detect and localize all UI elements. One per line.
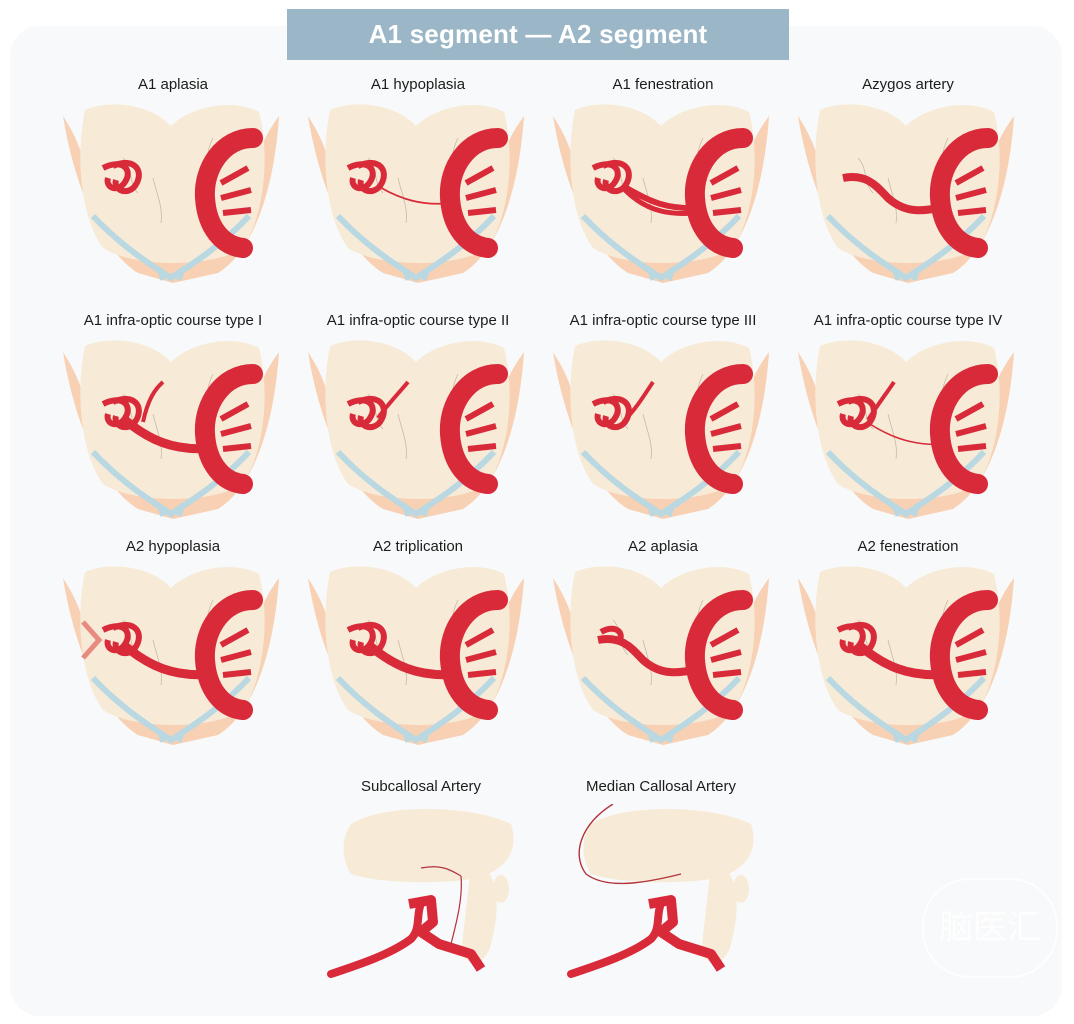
a2-hypoplasia-illustration xyxy=(63,560,281,750)
variant-label: Subcallosal Artery xyxy=(360,778,482,795)
variant-label: A1 infra-optic course type II xyxy=(326,312,510,329)
variant-cell-azygos-artery: Azygos artery xyxy=(788,76,1028,296)
variant-label: A1 fenestration xyxy=(612,76,714,93)
variant-label: A2 aplasia xyxy=(627,538,699,555)
variant-cell-infra-optic-type-4: A1 infra-optic course type IV xyxy=(788,312,1028,532)
infra-optic-type-3-illustration xyxy=(553,334,771,524)
variant-cell-a2-fenestration: A2 fenestration xyxy=(788,538,1028,758)
variant-label: A1 hypoplasia xyxy=(370,76,466,93)
variant-cell-a2-hypoplasia: A2 hypoplasia xyxy=(53,538,293,758)
variant-cell-infra-optic-type-3: A1 infra-optic course type III xyxy=(543,312,783,532)
variant-label: A1 aplasia xyxy=(137,76,209,93)
infra-optic-type-1-illustration xyxy=(63,334,281,524)
variant-label: A1 infra-optic course type IV xyxy=(813,312,1003,329)
watermark-logo: 脑医汇 xyxy=(922,878,1058,978)
a1-fenestration-illustration xyxy=(553,98,771,288)
variant-cell-infra-optic-type-1: A1 infra-optic course type I xyxy=(53,312,293,532)
median-callosal-artery-illustration xyxy=(567,804,754,978)
a2-aplasia-illustration xyxy=(553,560,771,750)
variant-label: A1 infra-optic course type III xyxy=(569,312,757,329)
variant-label: A2 triplication xyxy=(372,538,464,555)
variant-label: Azygos artery xyxy=(862,76,954,93)
azygos-artery-illustration xyxy=(798,98,1016,288)
infra-optic-type-2-illustration xyxy=(308,334,526,524)
a2-triplication-illustration xyxy=(308,560,526,750)
variant-cell-a1-aplasia: A1 aplasia xyxy=(53,76,293,296)
variant-label: Median Callosal Artery xyxy=(585,778,737,795)
section-banner: A1 segment — A2 segment xyxy=(287,9,789,60)
variant-cell-infra-optic-type-2: A1 infra-optic course type II xyxy=(298,312,538,532)
variant-cell-median-callosal-artery: Median Callosal Artery xyxy=(541,778,781,998)
variant-cell-a1-hypoplasia: A1 hypoplasia xyxy=(298,76,538,296)
a1-hypoplasia-illustration xyxy=(308,98,526,288)
variant-cell-a1-fenestration: A1 fenestration xyxy=(543,76,783,296)
infra-optic-type-4-illustration xyxy=(798,334,1016,524)
subcallosal-artery-illustration xyxy=(327,809,514,978)
variant-cell-subcallosal-artery: Subcallosal Artery xyxy=(301,778,541,998)
variant-label: A2 hypoplasia xyxy=(125,538,221,555)
variant-cell-a2-aplasia: A2 aplasia xyxy=(543,538,783,758)
a2-fenestration-illustration xyxy=(798,560,1016,750)
variant-label: A1 infra-optic course type I xyxy=(83,312,263,329)
a1-aplasia-illustration xyxy=(63,98,281,288)
variant-label: A2 fenestration xyxy=(857,538,959,555)
variant-cell-a2-triplication: A2 triplication xyxy=(298,538,538,758)
